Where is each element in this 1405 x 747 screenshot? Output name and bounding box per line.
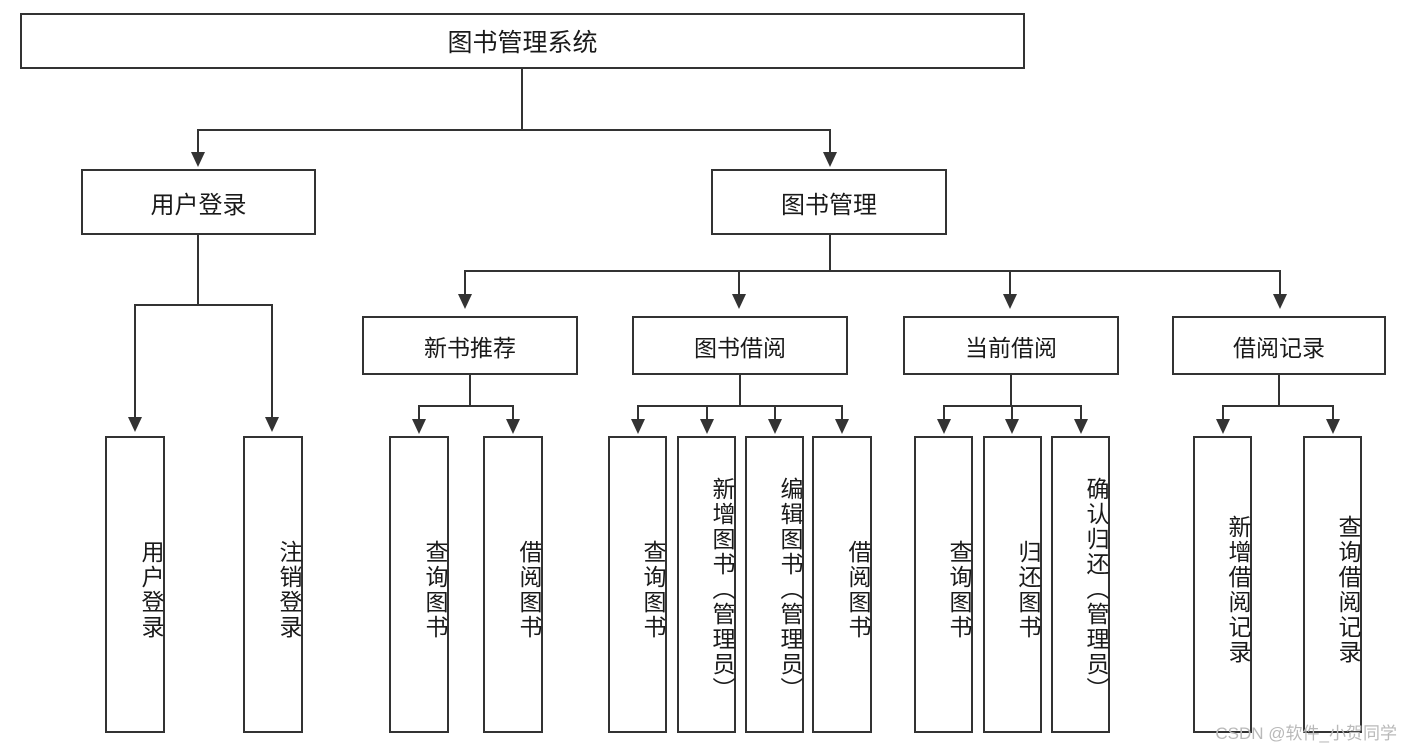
arrow-current-to-leaf-2 [1074, 419, 1088, 434]
edge-borrow-to-leaf-0 [637, 405, 639, 421]
edge-record-bus [1222, 405, 1333, 407]
arrow-book-mgmt-to-l3-2 [1003, 294, 1017, 309]
node-label: 图书管理系统 [447, 29, 598, 57]
leaf-recommend-0[interactable]: 查询图书 [389, 436, 449, 733]
node-label: 注销登录 [276, 539, 302, 640]
leaf-book-borrow-2[interactable]: 编辑图书（管理员） [745, 436, 804, 733]
node-current-borrow[interactable]: 当前借阅 [903, 316, 1119, 375]
node-root-system[interactable]: 图书管理系统 [20, 13, 1025, 69]
node-label: 归还图书 [1015, 539, 1041, 640]
edge-root-to-book-mgmt [829, 129, 831, 155]
edge-current-to-leaf-0 [943, 405, 945, 421]
node-label: 借阅图书 [516, 539, 542, 640]
edge-book-mgmt-bus [464, 270, 1281, 272]
edge-record-to-leaf-0 [1222, 405, 1224, 421]
edge-borrow-bus [637, 405, 842, 407]
edge-user-login-bus [134, 304, 272, 306]
arrow-user-login-to-leaf-1 [265, 417, 279, 432]
edge-borrow-to-leaf-2 [774, 405, 776, 421]
arrow-root-to-book-mgmt [823, 152, 837, 167]
leaf-user-login-0[interactable]: 用户登录 [105, 436, 165, 733]
watermark-text: CSDN @软件_小贺同学 [1215, 724, 1397, 743]
arrow-borrow-to-leaf-1 [700, 419, 714, 434]
leaf-borrow-record-0[interactable]: 新增借阅记录 [1193, 436, 1252, 733]
leaf-borrow-record-1[interactable]: 查询借阅记录 [1303, 436, 1362, 733]
arrow-borrow-to-leaf-2 [768, 419, 782, 434]
node-new-book-recommend[interactable]: 新书推荐 [362, 316, 578, 375]
arrow-borrow-to-leaf-0 [631, 419, 645, 434]
node-label: 图书管理 [781, 191, 877, 219]
node-book-borrow[interactable]: 图书借阅 [632, 316, 848, 375]
arrow-current-to-leaf-0 [937, 419, 951, 434]
edge-recommend-to-leaf-0 [418, 405, 420, 421]
edge-book-mgmt-to-l3-0 [464, 270, 466, 296]
edge-root-bus [197, 129, 831, 131]
leaf-current-borrow-1[interactable]: 归还图书 [983, 436, 1042, 733]
edge-user-login-to-leaf-1 [271, 304, 273, 419]
node-label: 借阅记录 [1233, 334, 1325, 361]
leaf-recommend-1[interactable]: 借阅图书 [483, 436, 543, 733]
node-label: 查询图书 [946, 539, 972, 640]
arrow-recommend-to-leaf-0 [412, 419, 426, 434]
edge-record-stem [1278, 375, 1280, 406]
arrow-user-login-to-leaf-0 [128, 417, 142, 432]
edge-root-stem [521, 69, 523, 130]
edge-book-mgmt-to-l3-3 [1279, 270, 1281, 296]
node-label: 用户登录 [150, 191, 247, 219]
leaf-book-borrow-3[interactable]: 借阅图书 [812, 436, 872, 733]
node-label: 当前借阅 [965, 334, 1057, 361]
node-label: 图书借阅 [694, 334, 786, 361]
edge-current-to-leaf-2 [1080, 405, 1082, 421]
arrow-current-to-leaf-1 [1005, 419, 1019, 434]
edge-recommend-bus [418, 405, 513, 407]
edge-user-login-stem [197, 235, 199, 305]
arrow-book-mgmt-to-l3-0 [458, 294, 472, 309]
arrow-recommend-to-leaf-1 [506, 419, 520, 434]
edge-borrow-to-leaf-3 [841, 405, 843, 421]
leaf-current-borrow-0[interactable]: 查询图书 [914, 436, 973, 733]
leaf-current-borrow-2[interactable]: 确认归还（管理员） [1051, 436, 1110, 733]
edge-current-stem [1010, 375, 1012, 406]
node-label: 新增借阅记录 [1225, 514, 1251, 665]
node-user-login[interactable]: 用户登录 [81, 169, 316, 235]
edge-book-mgmt-stem [829, 235, 831, 271]
node-label: 新书推荐 [424, 334, 516, 361]
edge-current-to-leaf-1 [1011, 405, 1013, 421]
edge-borrow-to-leaf-1 [706, 405, 708, 421]
arrow-record-to-leaf-1 [1326, 419, 1340, 434]
node-label: 用户登录 [138, 539, 164, 640]
arrow-book-mgmt-to-l3-1 [732, 294, 746, 309]
node-label: 查询图书 [640, 539, 666, 640]
edge-book-mgmt-to-l3-2 [1009, 270, 1011, 296]
node-borrow-record[interactable]: 借阅记录 [1172, 316, 1386, 375]
node-label: 查询借阅记录 [1335, 514, 1361, 665]
node-label: 借阅图书 [845, 539, 871, 640]
edge-record-to-leaf-1 [1332, 405, 1334, 421]
edge-recommend-stem [469, 375, 471, 406]
node-label: 确认归还（管理员） [1083, 477, 1109, 702]
node-book-management[interactable]: 图书管理 [711, 169, 947, 235]
leaf-book-borrow-0[interactable]: 查询图书 [608, 436, 667, 733]
leaf-book-borrow-1[interactable]: 新增图书（管理员） [677, 436, 736, 733]
leaf-user-login-1[interactable]: 注销登录 [243, 436, 303, 733]
edge-borrow-stem [739, 375, 741, 406]
edge-user-login-to-leaf-0 [134, 304, 136, 419]
edge-root-to-user-login [197, 129, 199, 155]
edge-recommend-to-leaf-1 [512, 405, 514, 421]
edge-book-mgmt-to-l3-1 [738, 270, 740, 296]
arrow-book-mgmt-to-l3-3 [1273, 294, 1287, 309]
arrow-root-to-user-login [191, 152, 205, 167]
node-label: 编辑图书（管理员） [777, 477, 803, 702]
node-label: 查询图书 [422, 539, 448, 640]
arrow-record-to-leaf-0 [1216, 419, 1230, 434]
node-label: 新增图书（管理员） [709, 477, 735, 702]
arrow-borrow-to-leaf-3 [835, 419, 849, 434]
